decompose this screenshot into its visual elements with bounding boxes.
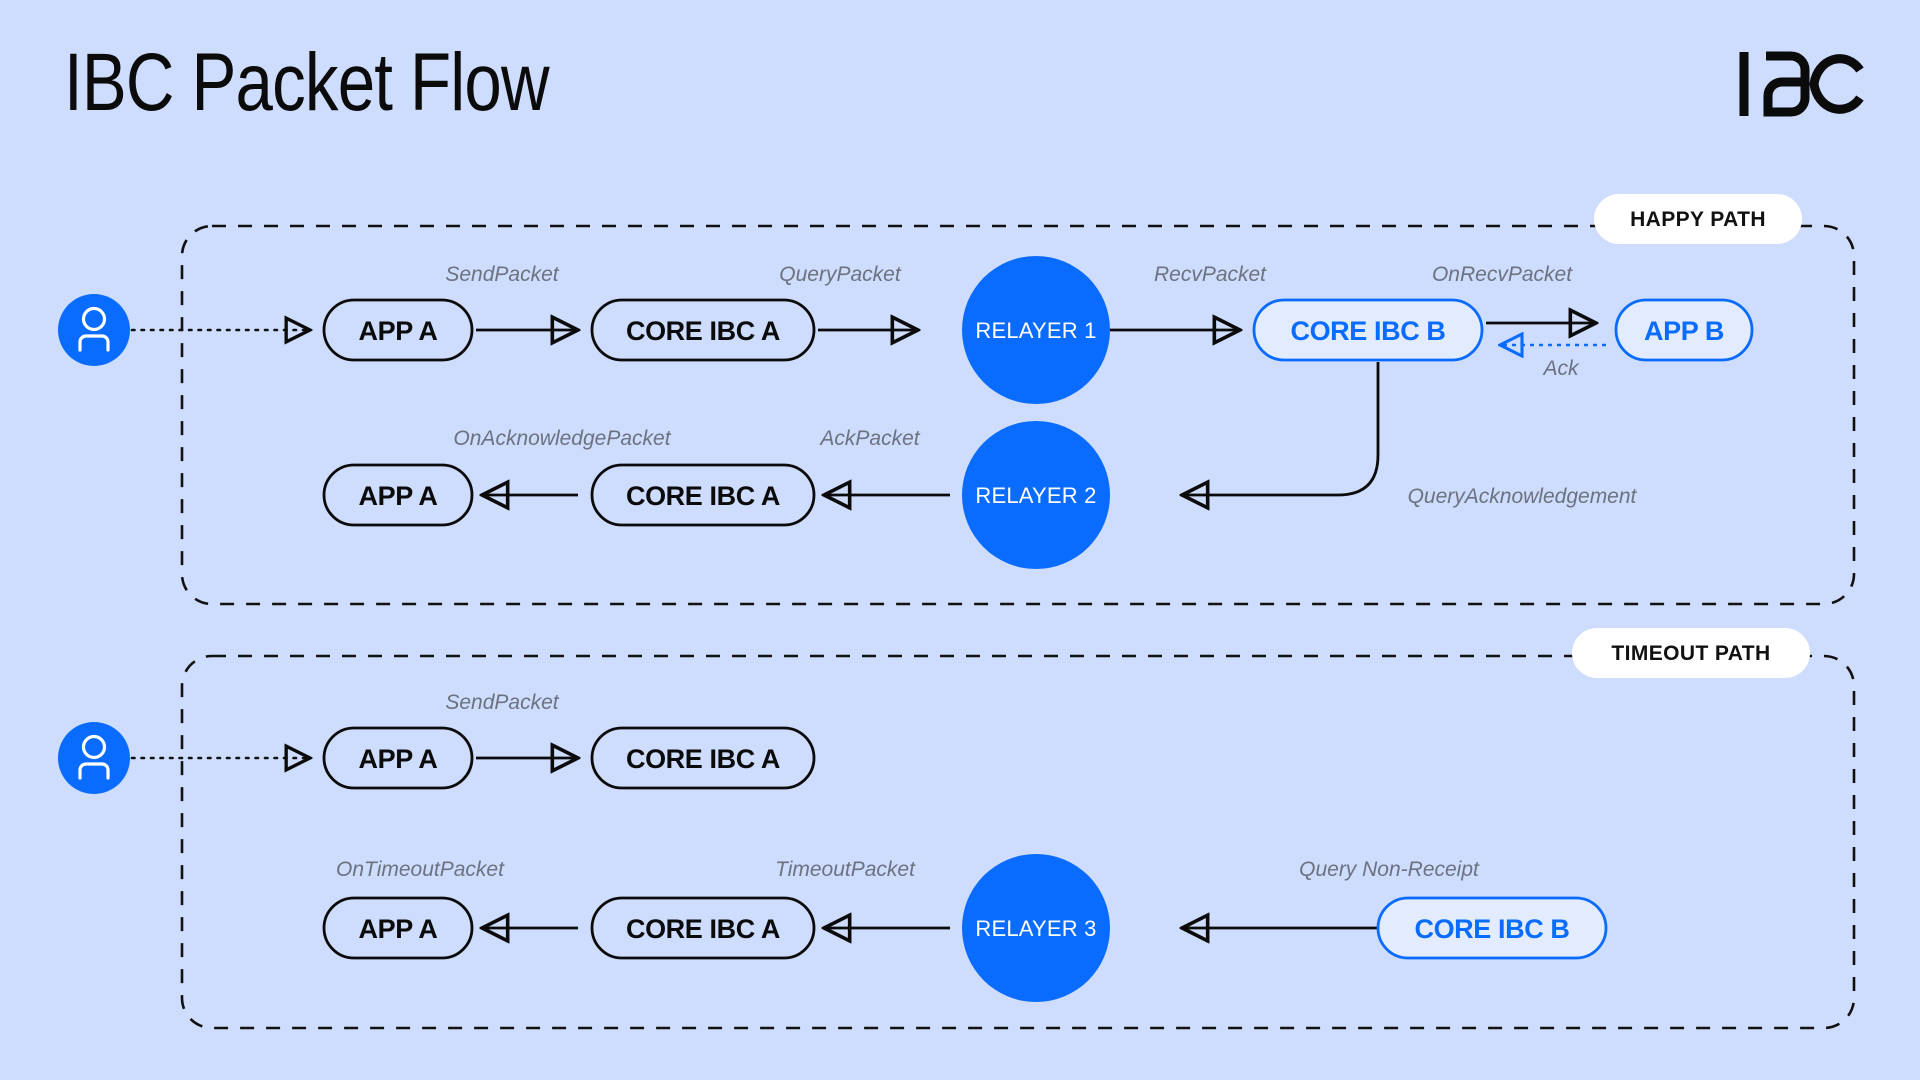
relayer-circle bbox=[962, 421, 1110, 569]
node-core-ibc-a-happy-1[interactable]: CORE IBC A bbox=[590, 298, 816, 362]
node-app-a-happy-1[interactable]: APP A bbox=[322, 298, 474, 362]
user-avatar-happy bbox=[58, 294, 130, 366]
page-title: IBC Packet Flow bbox=[64, 37, 550, 128]
node-label: CORE IBC A bbox=[626, 914, 780, 944]
node-label: APP A bbox=[358, 481, 437, 511]
node-core-ibc-a-timeout-1[interactable]: CORE IBC A bbox=[590, 726, 816, 790]
node-core-ibc-a-timeout-2[interactable]: CORE IBC A bbox=[590, 896, 816, 960]
node-app-a-timeout-2[interactable]: APP A bbox=[322, 896, 474, 960]
edge-query-acknowledgement bbox=[1182, 362, 1380, 495]
node-relayer-3[interactable]: RELAYER 3 bbox=[962, 854, 1110, 1002]
node-app-a-timeout-1[interactable]: APP A bbox=[322, 726, 474, 790]
person-icon bbox=[78, 306, 110, 352]
node-relayer-1[interactable]: RELAYER 1 bbox=[962, 256, 1110, 404]
node-label: RELAYER 2 bbox=[975, 483, 1096, 508]
node-app-a-happy-2[interactable]: APP A bbox=[322, 463, 474, 527]
node-core-ibc-b-happy[interactable]: CORE IBC B bbox=[1252, 298, 1484, 362]
node-label: CORE IBC B bbox=[1290, 316, 1445, 346]
relayer-circle bbox=[962, 854, 1110, 1002]
happy-path-container bbox=[180, 224, 1856, 606]
timeout-path-badge-label: TIMEOUT PATH bbox=[1611, 642, 1770, 665]
node-core-ibc-b-timeout[interactable]: CORE IBC B bbox=[1376, 896, 1608, 960]
edge-label-timeout-packet: TimeoutPacket bbox=[775, 858, 916, 881]
happy-path-badge-label: HAPPY PATH bbox=[1630, 208, 1766, 231]
node-label: APP A bbox=[358, 316, 437, 346]
node-label: CORE IBC A bbox=[626, 744, 780, 774]
node-core-ibc-a-happy-2[interactable]: CORE IBC A bbox=[590, 463, 816, 527]
user-avatar-timeout bbox=[58, 722, 130, 794]
timeout-path-container bbox=[180, 654, 1856, 1030]
node-label: APP A bbox=[358, 744, 437, 774]
edge-label-query-acknowledgement: QueryAcknowledgement bbox=[1408, 485, 1638, 508]
edge-label-ack-packet: AckPacket bbox=[818, 427, 920, 450]
node-label: APP A bbox=[358, 914, 437, 944]
person-icon bbox=[78, 734, 110, 780]
node-label: CORE IBC A bbox=[626, 481, 780, 511]
ibc-logo bbox=[1736, 48, 1866, 120]
happy-path-badge: HAPPY PATH bbox=[1594, 194, 1802, 244]
node-label: RELAYER 1 bbox=[975, 318, 1096, 343]
edge-label-ack: Ack bbox=[1541, 357, 1580, 380]
node-label: APP B bbox=[1644, 316, 1724, 346]
node-app-b-happy[interactable]: APP B bbox=[1614, 298, 1754, 362]
edge-label-recv-packet: RecvPacket bbox=[1154, 263, 1267, 286]
node-relayer-2[interactable]: RELAYER 2 bbox=[962, 421, 1110, 569]
edge-label-query-packet: QueryPacket bbox=[779, 263, 902, 286]
timeout-path-dashed-border bbox=[180, 654, 1856, 1030]
node-label: RELAYER 3 bbox=[975, 916, 1096, 941]
node-label: CORE IBC B bbox=[1414, 914, 1569, 944]
edge-label-on-recv-packet: OnRecvPacket bbox=[1432, 263, 1573, 286]
edge-label-on-timeout-packet: OnTimeoutPacket bbox=[336, 858, 505, 881]
edge-label-send-packet-1: SendPacket bbox=[445, 263, 559, 286]
edge-label-query-non-receipt: Query Non-Receipt bbox=[1299, 858, 1480, 881]
timeout-path-badge: TIMEOUT PATH bbox=[1572, 628, 1810, 678]
edge-label-send-packet-2: SendPacket bbox=[445, 691, 559, 714]
relayer-circle bbox=[962, 256, 1110, 404]
edge-label-on-acknowledge-packet: OnAcknowledgePacket bbox=[453, 427, 671, 450]
node-label: CORE IBC A bbox=[626, 316, 780, 346]
happy-path-dashed-border bbox=[180, 224, 1856, 606]
